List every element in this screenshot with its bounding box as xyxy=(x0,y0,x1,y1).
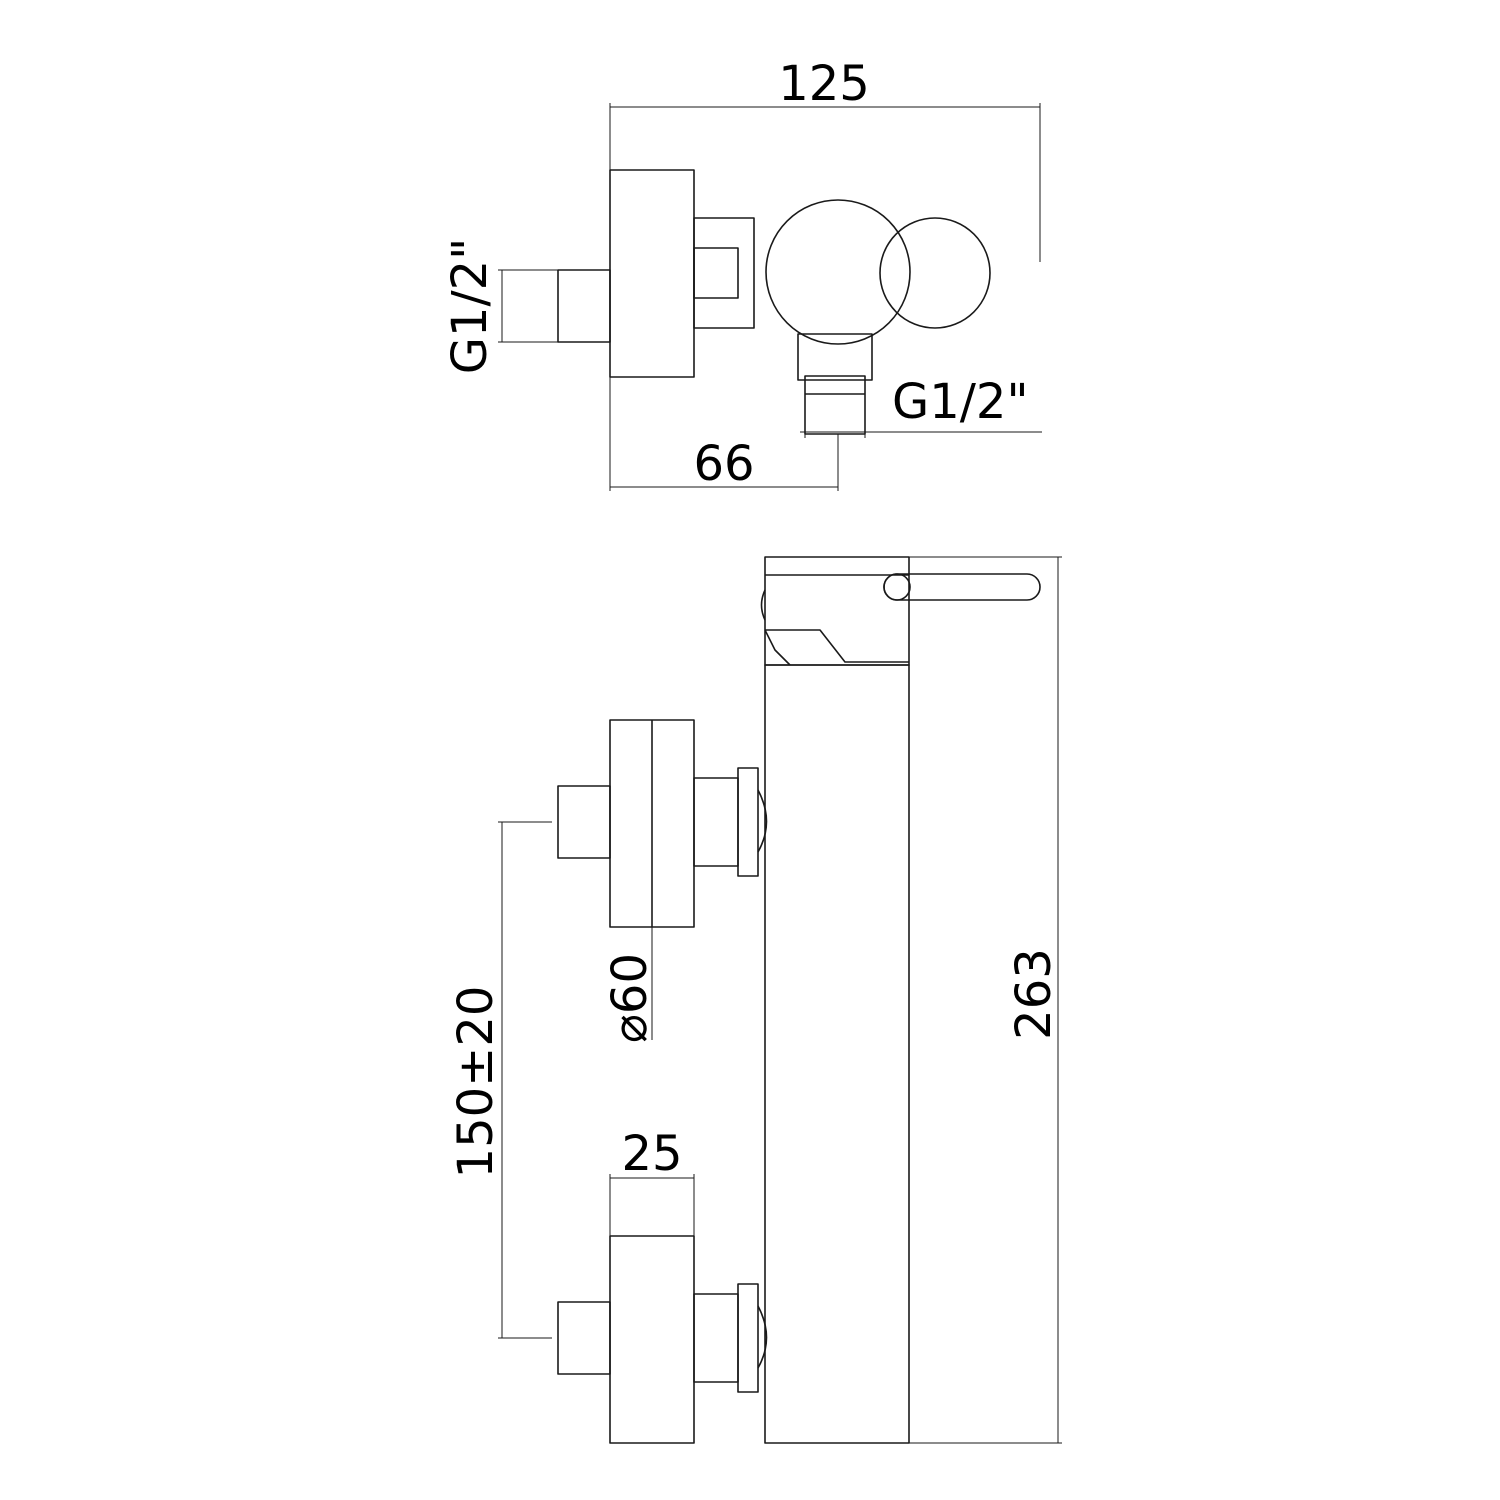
outlet-nut-top xyxy=(797,333,873,381)
dim-centers-label: 150±20 xyxy=(448,986,504,1179)
mixer-body xyxy=(764,664,910,1444)
body-neck-inner-top xyxy=(693,247,739,299)
mixer-body-circle xyxy=(765,199,911,345)
upper-nut xyxy=(737,767,759,877)
lever-front xyxy=(883,573,1041,601)
dim-inlet-label: G1/2" xyxy=(442,238,498,375)
upper-inlet-connector xyxy=(557,785,611,859)
lower-nut xyxy=(737,1283,759,1393)
top-dimensions: 125 66 G1/2" G1/2" xyxy=(442,56,1042,492)
lever-arm-top xyxy=(879,217,991,329)
upper-nut-curve xyxy=(757,789,768,853)
lower-neck xyxy=(693,1293,739,1383)
front-view xyxy=(557,556,1041,1444)
cap-bevel xyxy=(764,629,909,666)
lever-pivot xyxy=(883,573,911,601)
front-dimensions: 263 150±20 ⌀60 25 xyxy=(448,556,1062,1444)
inlet-connector-top xyxy=(557,269,611,343)
body-neck-outer-top xyxy=(693,217,755,329)
cap-left-knob xyxy=(760,589,766,621)
dim-width-label: 125 xyxy=(778,56,870,112)
cartridge-cap xyxy=(764,556,910,666)
lower-flange xyxy=(609,1235,695,1444)
dim-offset-label: 66 xyxy=(693,436,754,492)
outlet-thread-top xyxy=(804,375,866,435)
upper-neck xyxy=(693,777,739,867)
lower-inlet-connector xyxy=(557,1301,611,1375)
dim-depth-label: 25 xyxy=(621,1126,682,1182)
dim-height-label: 263 xyxy=(1006,948,1062,1040)
lower-nut-curve xyxy=(757,1305,768,1369)
top-view xyxy=(557,169,991,435)
wall-flange-top xyxy=(609,169,695,378)
dim-diameter-label: ⌀60 xyxy=(602,953,658,1043)
dim-outlet-label: G1/2" xyxy=(892,374,1029,430)
